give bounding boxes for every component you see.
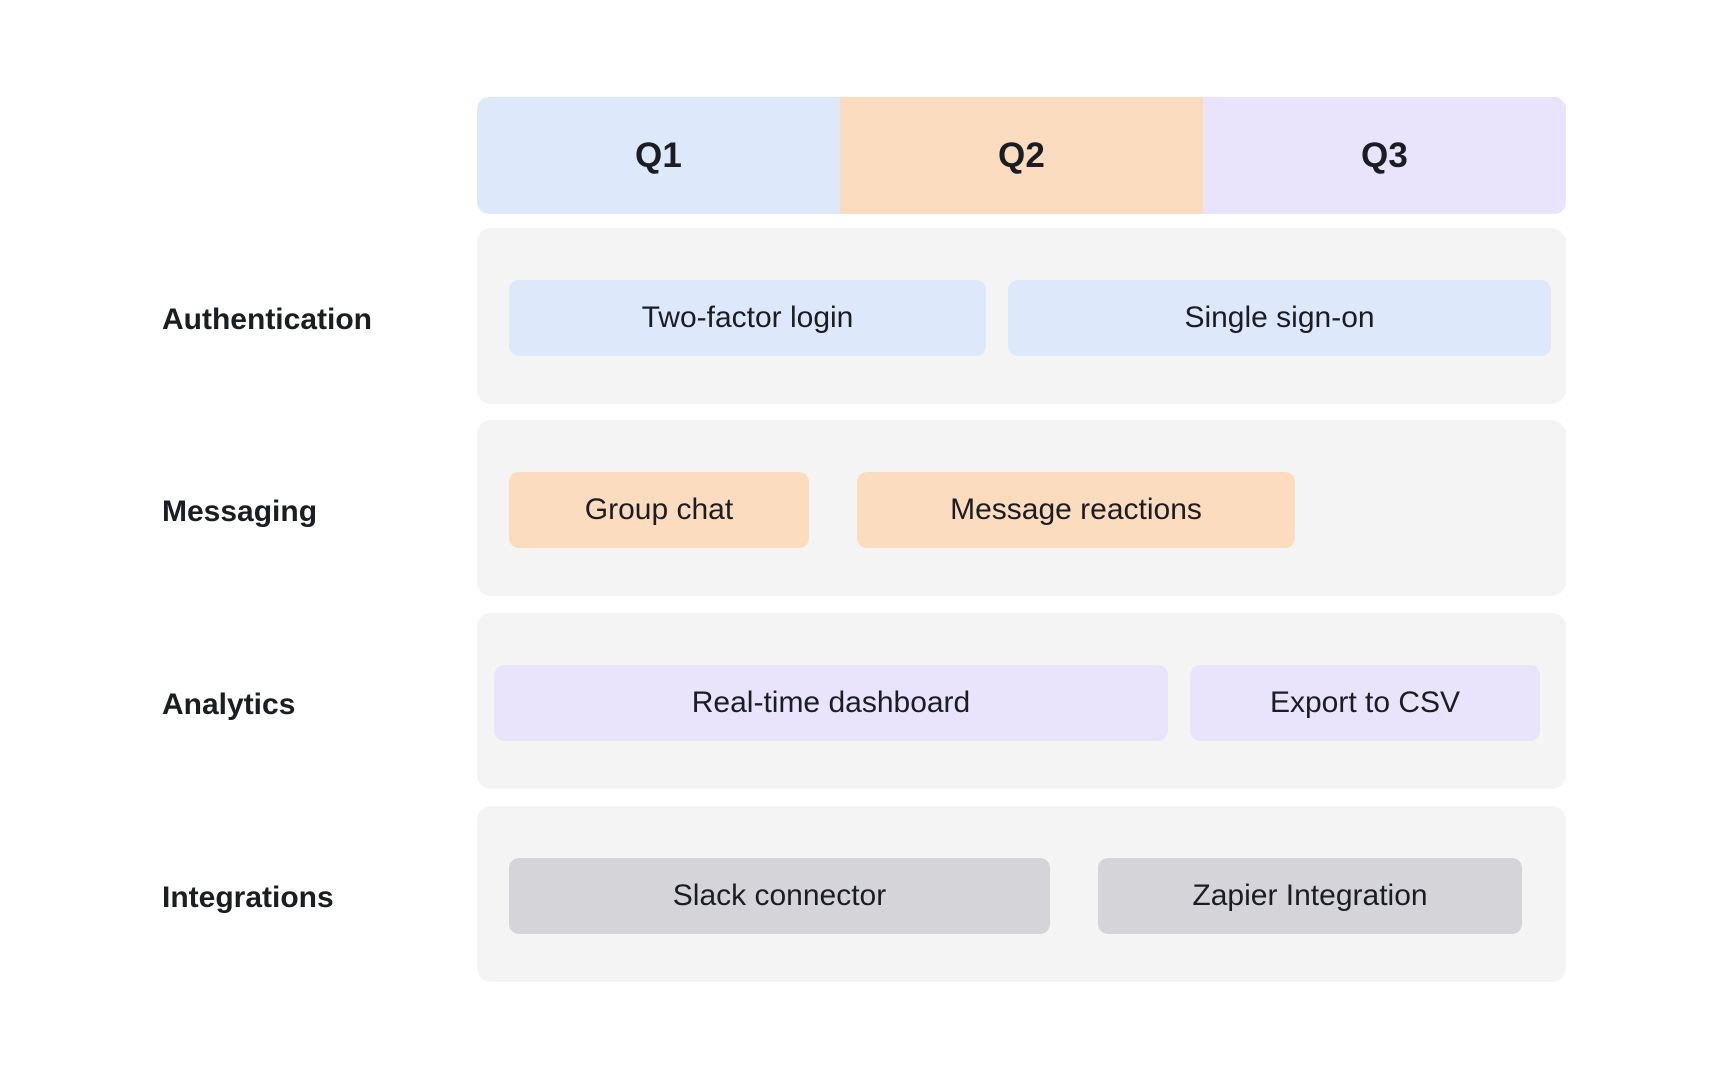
roadmap-bar-two-factor-login[interactable]: Two-factor login bbox=[509, 280, 986, 356]
quarter-header-label: Q3 bbox=[1360, 135, 1409, 175]
roadmap-bar-message-reactions[interactable]: Message reactions bbox=[857, 472, 1295, 548]
roadmap-bar-real-time-dashboard[interactable]: Real-time dashboard bbox=[494, 665, 1168, 741]
roadmap-bar-label: Group chat bbox=[584, 493, 734, 526]
roadmap-bar-label: Two-factor login bbox=[641, 301, 854, 334]
quarter-header-q3[interactable]: Q3 bbox=[1203, 97, 1566, 214]
roadmap-bar-label: Real-time dashboard bbox=[691, 686, 971, 719]
row-label-integrations: Integrations bbox=[162, 881, 334, 914]
roadmap-bar-single-sign-on[interactable]: Single sign-on bbox=[1008, 280, 1551, 356]
quarter-header-q1[interactable]: Q1 bbox=[477, 97, 840, 214]
row-label-analytics: Analytics bbox=[162, 688, 296, 721]
quarter-header-row: Q1 Q2 Q3 bbox=[477, 97, 1566, 214]
roadmap-bar-export-to-csv[interactable]: Export to CSV bbox=[1190, 665, 1540, 741]
quarter-header-label: Q1 bbox=[634, 135, 683, 175]
quarter-header-label: Q2 bbox=[997, 135, 1046, 175]
roadmap-bar-label: Slack connector bbox=[672, 879, 887, 912]
roadmap-bar-label: Single sign-on bbox=[1184, 301, 1375, 334]
row-label-authentication: Authentication bbox=[162, 303, 372, 336]
row-label-messaging: Messaging bbox=[162, 495, 318, 528]
roadmap-bar-group-chat[interactable]: Group chat bbox=[509, 472, 809, 548]
roadmap-bar-label: Message reactions bbox=[950, 493, 1202, 526]
roadmap-bar-label: Zapier Integration bbox=[1192, 879, 1428, 912]
roadmap-bar-zapier-integration[interactable]: Zapier Integration bbox=[1098, 858, 1522, 934]
roadmap-bar-label: Export to CSV bbox=[1269, 686, 1461, 719]
roadmap-bar-slack-connector[interactable]: Slack connector bbox=[509, 858, 1050, 934]
quarter-header-q2[interactable]: Q2 bbox=[840, 97, 1203, 214]
